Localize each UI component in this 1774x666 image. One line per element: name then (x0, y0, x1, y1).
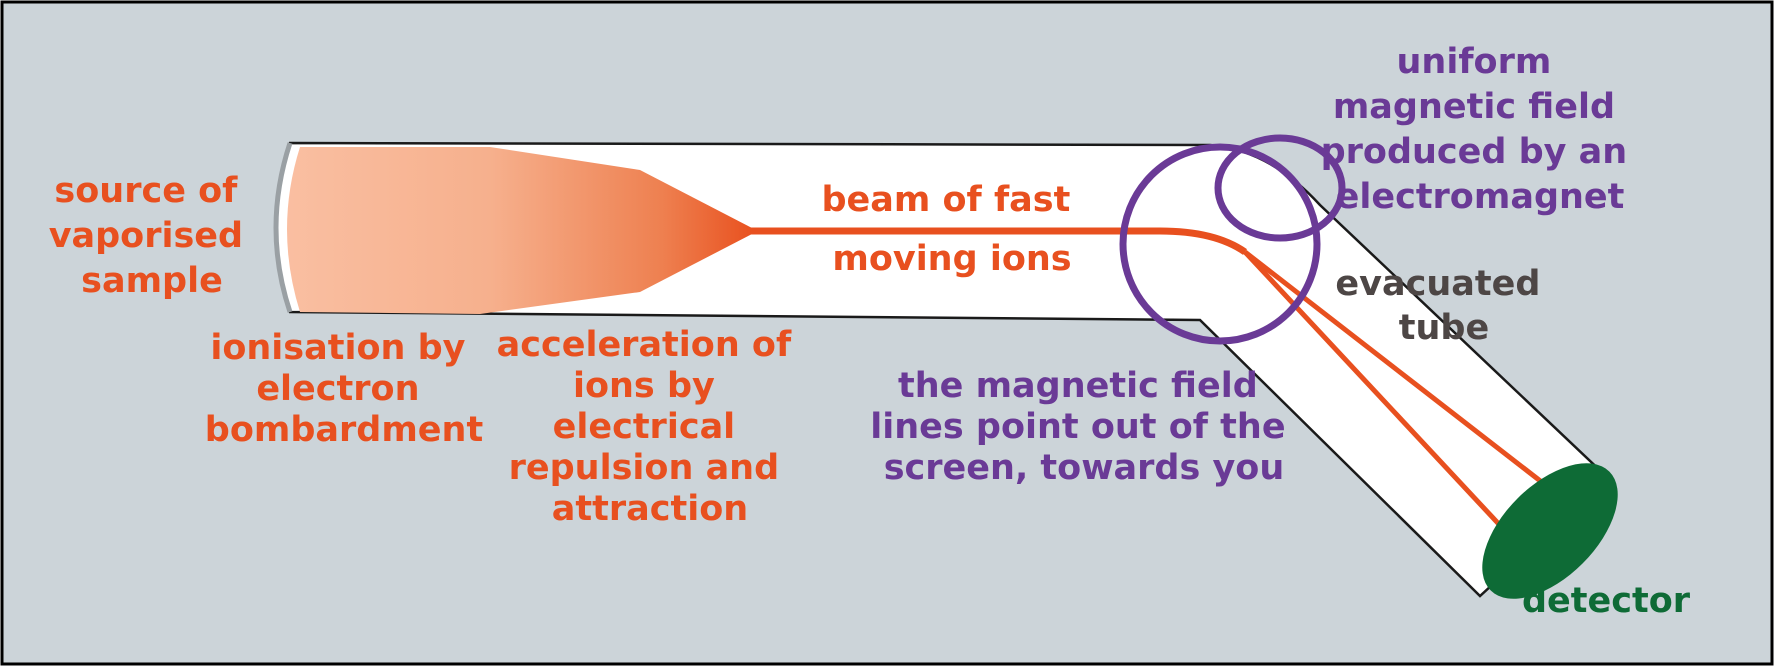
tube-inlet-rim (273, 142, 293, 313)
magnetic-field-label: uniform magnetic field produced by an el… (1321, 42, 1640, 217)
source-label: source of vaporised sample (49, 171, 256, 301)
beam-label: beam of fast moving ions (821, 180, 1082, 279)
field-lines-label: the magnetic field lines point out of th… (870, 366, 1298, 488)
ion-path-heavy (1243, 250, 1525, 552)
tube-label: evacuated tube (1335, 264, 1552, 348)
magnet-coil-back (1214, 134, 1346, 242)
magnet-coil-front (1119, 143, 1321, 345)
ion-beam (750, 227, 1248, 255)
detector-label: detector (1522, 581, 1691, 621)
detector-plate (1482, 463, 1618, 599)
acceleration-label: acceleration of ions by electrical repul… (497, 325, 804, 529)
ionisation-label: ionisation by electron bombardment (205, 328, 483, 450)
sample-plume (287, 147, 752, 314)
